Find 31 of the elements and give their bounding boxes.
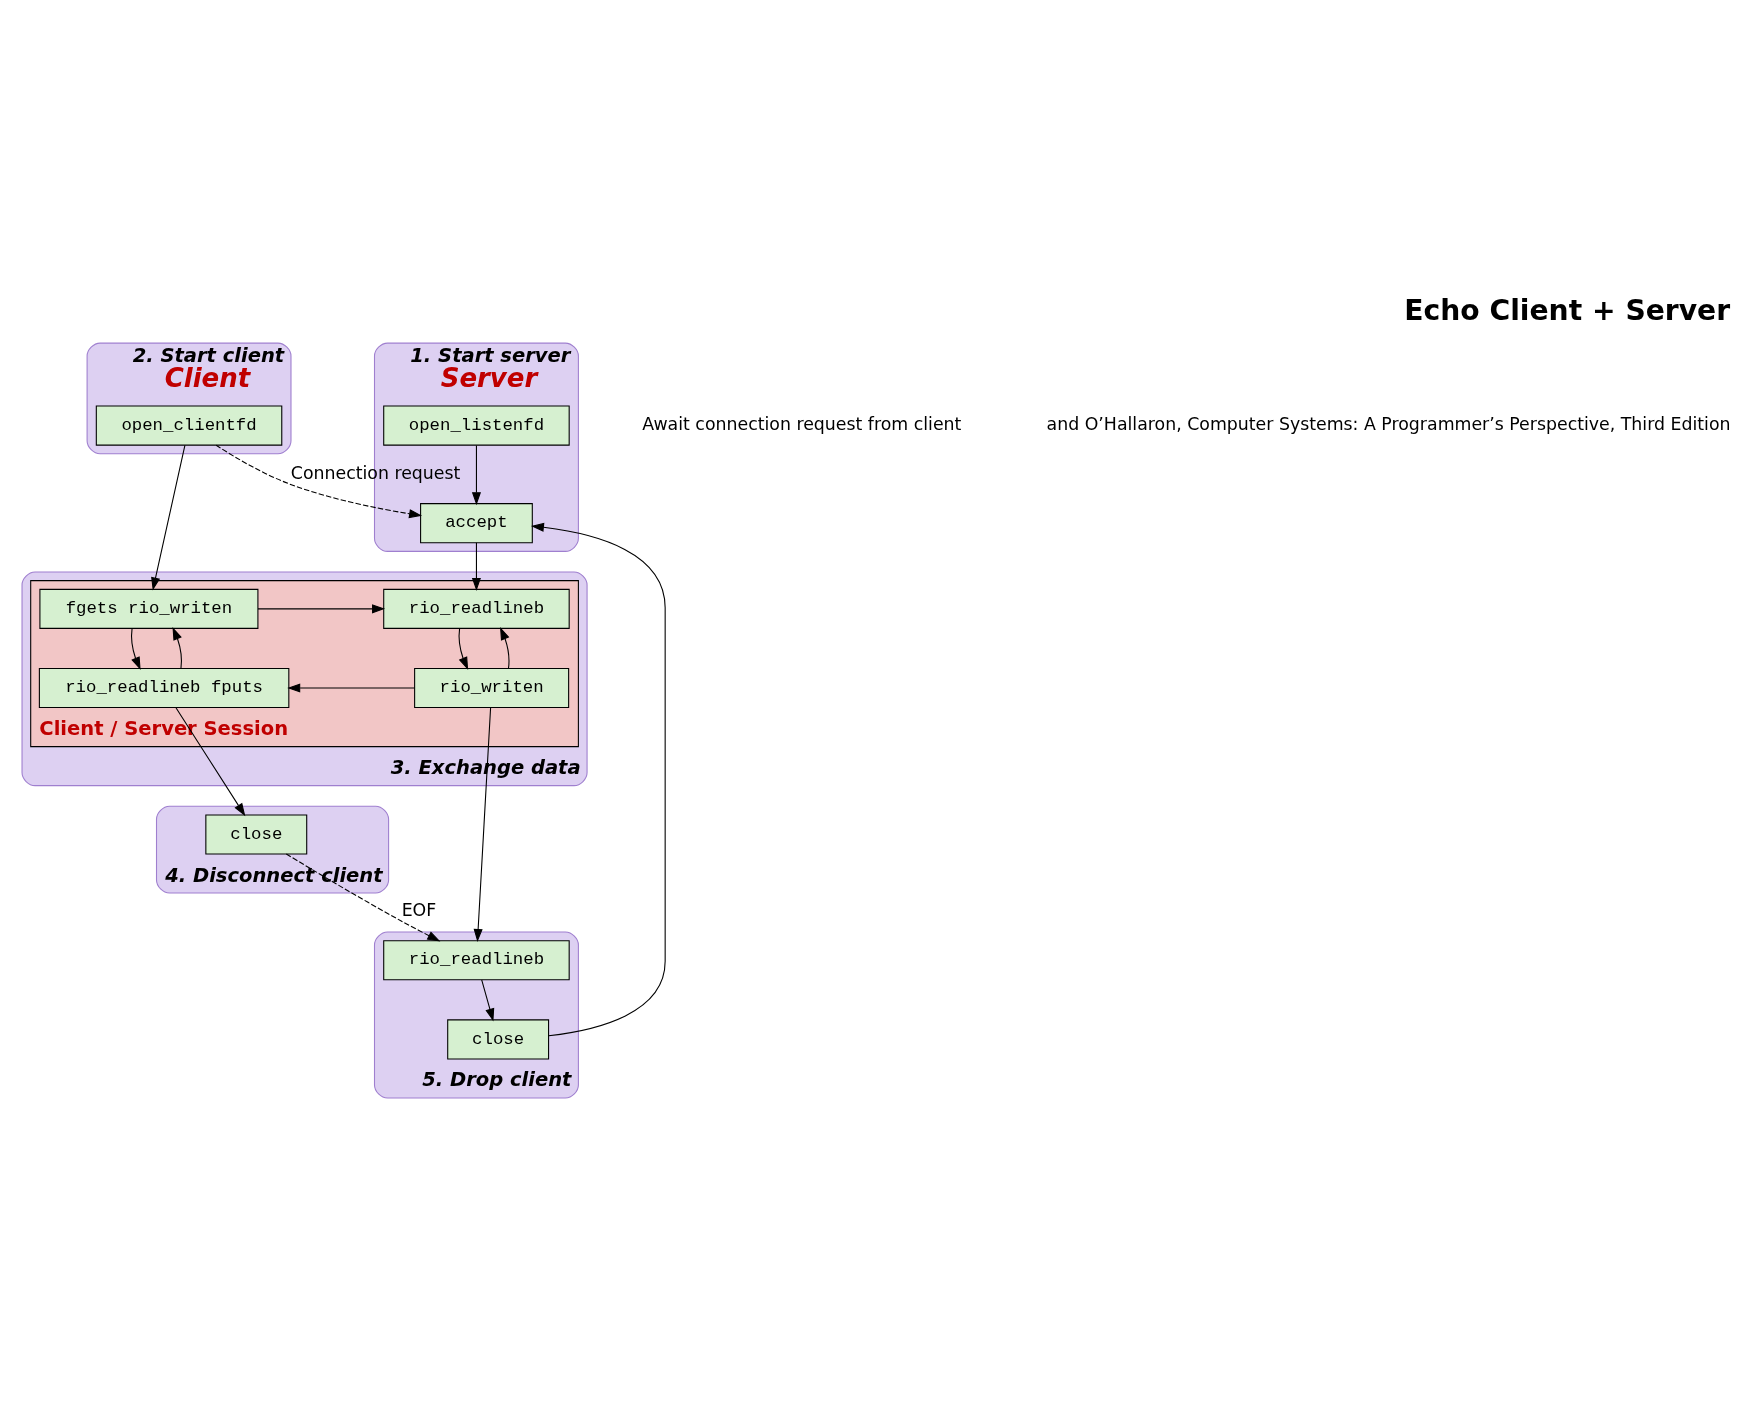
edge-label: Connection request: [290, 462, 461, 483]
arrow: [175, 707, 246, 817]
node-box: close: [205, 814, 308, 855]
diagram-title: Echo Client + Server: [1404, 294, 1731, 328]
cluster: [30, 580, 579, 748]
label: Await connection request from client: [642, 413, 962, 434]
node-box: open_listenfd: [383, 405, 570, 446]
node-box: open_clientfd: [95, 405, 283, 446]
edge-label: EOF: [401, 899, 437, 920]
arrow: [257, 604, 386, 614]
node-box: rio_readlineb: [383, 588, 570, 629]
node-box: rio_readlineb: [383, 940, 570, 981]
node-box: accept: [420, 503, 533, 544]
arrow: [131, 628, 141, 670]
label: and O’Hallaron, Computer Systems: A Programmer’s Perspective, Third Edition: [1046, 413, 1731, 434]
node-box: rio_readlineb fputs: [38, 667, 290, 709]
arrow: [151, 444, 186, 591]
arrow: [500, 627, 510, 669]
arrow: [530, 522, 666, 1037]
arrow: [481, 979, 495, 1022]
arrow: [471, 444, 481, 506]
node-box: fgets rio_writen: [39, 588, 259, 629]
node-box: close: [447, 1019, 550, 1060]
arrow: [285, 853, 441, 942]
arrow: [458, 628, 469, 670]
arrow: [287, 683, 415, 693]
arrow: [172, 627, 182, 669]
arrow: [215, 444, 423, 519]
node-box: rio_writen: [414, 667, 570, 709]
arrow: [473, 707, 492, 943]
arrow: [471, 542, 481, 591]
